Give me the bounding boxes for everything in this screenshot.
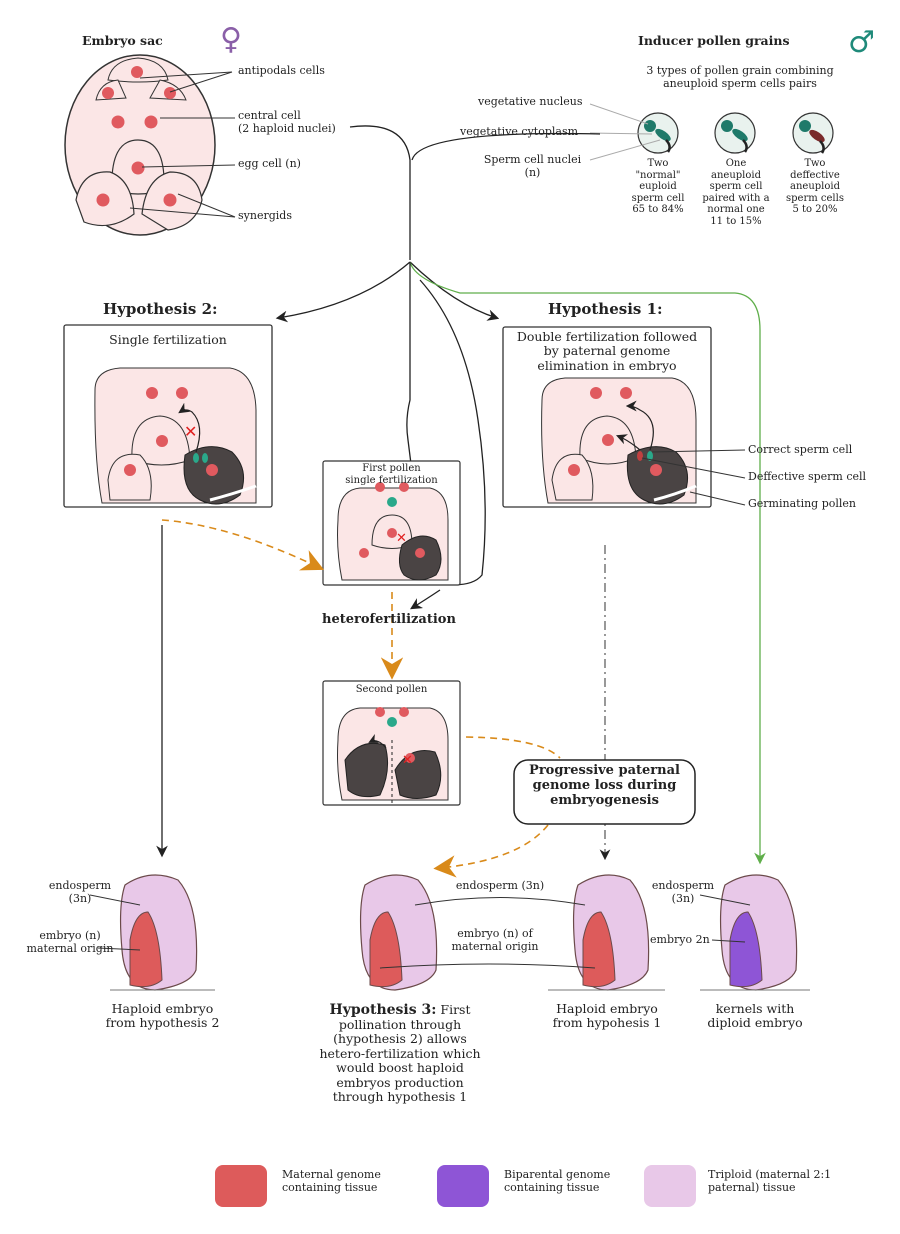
k1-endosperm-label: endosperm (3n) [48,879,112,905]
label-central-cell: central cell (2 haploid nuclei) [238,109,336,135]
k1-embryo-label: embryo (n) maternal origin [26,929,114,955]
label-vegetative-cytoplasm: vegetative cytoplasm [460,125,579,138]
embryo-sac-illustration [64,54,216,236]
label-defective-sperm: Deffective sperm cell [748,470,867,483]
hypothesis1-label: Double fertilization followed by paterna… [516,329,698,373]
label-vegetative-nucleus: vegetative nucleus [478,95,583,108]
k4-embryo-label: embryo 2n [650,933,710,946]
legend-swatch-triploid [644,1165,696,1207]
first-pollen-label: First pollen single fertilization [345,463,438,486]
hypothesis2-title: Hypothesis 2: [103,300,218,318]
progressive-loss-label: Progressive paternal genome loss during … [529,763,680,808]
svg-text:✕: ✕ [402,753,413,768]
k3-caption: Haploid embryo from hypohesis 1 [552,1001,662,1031]
pollen-grain-illustrations [637,112,834,154]
label-synergids: synergids [238,209,292,222]
hypothesis2-illustration: ✕ [94,367,257,505]
female-symbol-icon: ♀ [220,22,242,57]
hypothesis2-label: Single fertilization [109,332,227,347]
hypothesis3-title: Hypothesis 3: [329,1002,437,1018]
svg-text:✕: ✕ [184,422,197,441]
hypothesis1-title: Hypothesis 1: [548,300,663,318]
legend-label-maternal: Maternal genome containing tissue [282,1168,381,1194]
kernel-hypothesis3 [359,874,438,991]
second-pollen-illustration: ✕ [337,707,449,805]
hypothesis3-text: Hypothesis 3: First pollination through … [300,1002,500,1104]
male-symbol-icon: ♂ [848,25,875,60]
hypothesis1-illustration [541,377,697,505]
mid-embryo-label: embryo (n) of maternal origin [451,927,539,953]
legend-label-biparental: Biparental genome containing tissue [504,1168,611,1194]
label-antipodals: antipodals cells [238,64,325,77]
k4-endosperm-label: endosperm (3n) [651,879,715,905]
kernel-hypothesis2 [110,874,215,991]
heterofertilization-label: heterofertilization [322,612,456,627]
k1-caption: Haploid embryo from hypothesis 2 [105,1001,220,1031]
pollen-type-1: Two "normal" euploid sperm cell 65 to 84… [631,158,685,215]
k4-caption: kernels with diploid embryo [707,1001,803,1031]
legend-swatch-maternal [215,1165,267,1207]
label-egg-cell: egg cell (n) [238,157,301,170]
embryo-sac-title: Embryo sac [82,33,163,48]
legend-label-triploid: Triploid (maternal 2:1 paternal) tissue [708,1168,832,1194]
pollen-type-2: One aneuploid sperm cell paired with a n… [702,158,770,227]
pollen-type-3: Two deffective aneuploid sperm cells 5 t… [786,158,844,215]
inducer-title: Inducer pollen grains [638,33,790,48]
legend-swatch-biparental [437,1165,489,1207]
label-correct-sperm: Correct sperm cell [748,443,853,456]
svg-text:✕: ✕ [396,531,407,546]
first-pollen-illustration: ✕ [337,482,449,581]
second-pollen-label: Second pollen [355,684,428,695]
hypothesis3-body: First pollination through (hypothesis 2)… [319,1002,481,1104]
kernel-diploid [700,874,810,991]
label-sperm-nuclei: Sperm cell nuclei (n) [483,153,582,179]
inducer-subtitle: 3 types of pollen grain combining aneupl… [646,64,834,90]
label-germinating-pollen: Germinating pollen [748,497,857,510]
mid-endosperm-label: endosperm (3n) [455,879,545,892]
